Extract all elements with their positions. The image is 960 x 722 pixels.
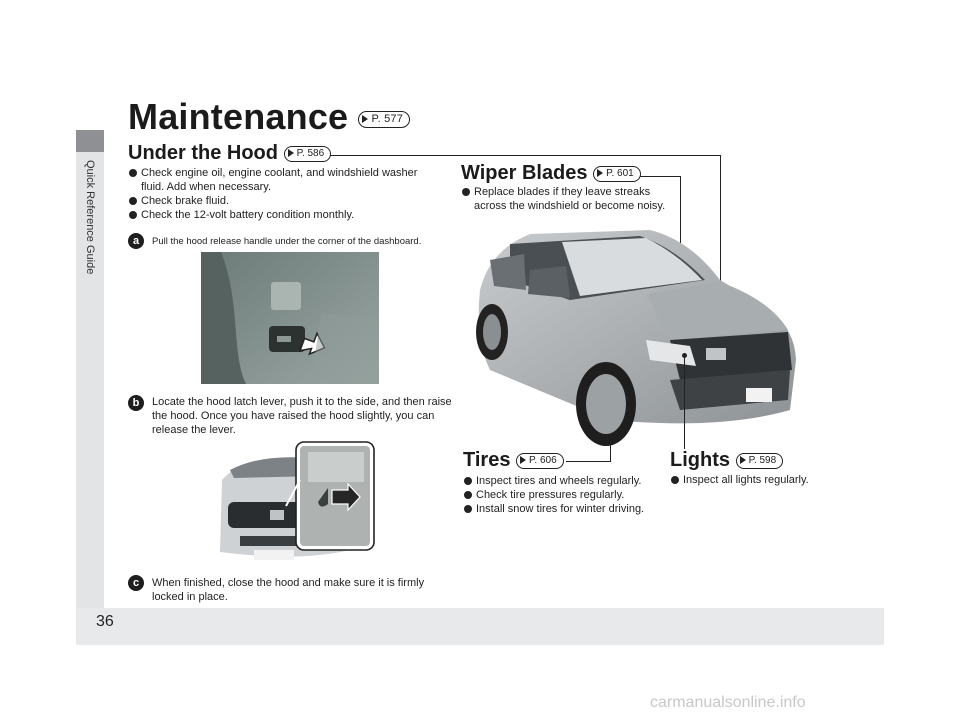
arrow-icon — [520, 456, 527, 465]
step-badge-a: a — [128, 233, 144, 249]
lights-ref-link[interactable]: P. 598 — [735, 452, 784, 469]
under-hood-ref-link[interactable]: P. 586 — [283, 145, 332, 162]
sidebar-label: Quick Reference Guide — [84, 160, 96, 275]
list-item: Check the 12-volt battery condition mont… — [128, 208, 443, 222]
arrow-icon — [739, 456, 746, 465]
page-number: 36 — [96, 613, 114, 630]
list-item: Check tire pressures regularly. — [463, 488, 663, 502]
hood-latch-photo — [220, 441, 375, 560]
wiper-leader-h — [640, 176, 680, 177]
list-item: Inspect all lights regularly. — [670, 473, 860, 487]
footer-bar — [76, 608, 884, 645]
tires-ref-link[interactable]: P. 606 — [516, 452, 564, 469]
tires-bullets: Inspect tires and wheels regularly. Chec… — [463, 474, 663, 516]
arrow-icon — [287, 149, 294, 158]
list-item: Check brake fluid. — [128, 194, 443, 208]
arrow-icon — [362, 115, 369, 124]
step-badge-c: c — [128, 575, 144, 591]
suv-illustration — [476, 230, 796, 446]
wiper-bullets: Replace blades if they leave streaks acr… — [461, 185, 681, 213]
lights-point-dot — [682, 353, 687, 358]
tires-leader-h — [566, 461, 610, 462]
arrow-icon — [597, 169, 604, 178]
step-badge-b: b — [128, 395, 144, 411]
page-ref-link[interactable]: P. 577 — [358, 110, 411, 128]
lights-bullets: Inspect all lights regularly. — [670, 473, 860, 487]
wiper-ref-link[interactable]: P. 601 — [593, 165, 641, 182]
list-item: Inspect tires and wheels regularly. — [463, 474, 663, 488]
hood-release-photo — [201, 252, 379, 384]
step-text-a: Pull the hood release handle under the c… — [152, 236, 422, 247]
tires-heading: Tires P. 606 — [463, 449, 564, 472]
page-title-text: Maintenance — [128, 96, 349, 137]
under-hood-leader-v — [720, 155, 721, 310]
list-item: Replace blades if they leave streaks acr… — [461, 185, 681, 213]
step-text-b: Locate the hood latch lever, push it to … — [152, 396, 452, 436]
sidebar-tab — [76, 130, 104, 152]
tires-leader-v — [610, 440, 611, 462]
watermark: carmanualsonline.info — [650, 694, 806, 711]
lights-heading: Lights P. 598 — [670, 449, 784, 472]
wiper-heading: Wiper Blades P. 601 — [461, 162, 641, 185]
lights-leader-v — [684, 356, 685, 449]
under-hood-leader-h — [330, 155, 720, 156]
page-title: Maintenance P. 577 — [128, 96, 411, 138]
list-item: Check engine oil, engine coolant, and wi… — [128, 166, 443, 194]
step-text-c: When finished, close the hood and make s… — [152, 577, 425, 603]
under-hood-heading: Under the Hood P. 586 — [128, 142, 332, 165]
wiper-leader-v — [680, 176, 681, 292]
list-item: Install snow tires for winter driving. — [463, 502, 663, 516]
under-hood-bullets: Check engine oil, engine coolant, and wi… — [128, 166, 443, 222]
sidebar — [76, 152, 104, 610]
